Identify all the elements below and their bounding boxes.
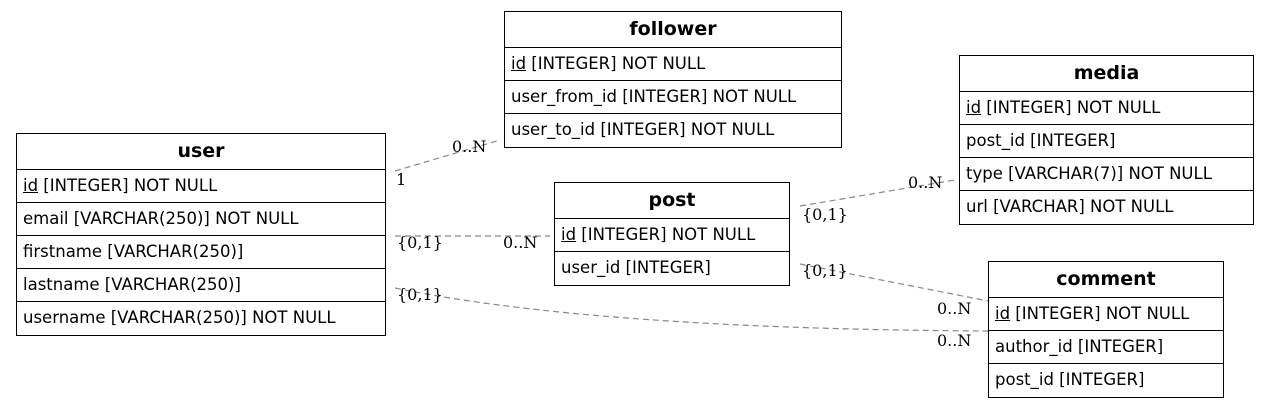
column-comment-author-id: author_id [INTEGER] [989, 331, 1223, 364]
column-follower-user-to-id: user_to_id [INTEGER] NOT NULL [511, 120, 775, 139]
cardinality-user-follower-from: 1 [396, 170, 407, 189]
column-user-id: id [INTEGER] NOT NULL [17, 170, 385, 203]
edge-user-comment [394, 287, 989, 332]
column-user-id-type: [INTEGER] NOT NULL [38, 176, 218, 195]
column-media-type: type [VARCHAR(7)] NOT NULL [960, 158, 1253, 191]
column-comment-id: id [INTEGER] NOT NULL [989, 298, 1223, 331]
table-follower-title: follower [505, 12, 841, 48]
column-post-id-type: [INTEGER] NOT NULL [576, 225, 756, 244]
table-post[interactable]: post id [INTEGER] NOT NULL user_id [INTE… [554, 182, 790, 286]
cardinality-user-comment-from: {0,1} [397, 285, 443, 304]
edge-post-comment [799, 263, 989, 302]
primary-key-media-id: id [966, 98, 982, 117]
column-user-username: username [VARCHAR(250)] NOT NULL [23, 308, 336, 327]
primary-key-user-id: id [23, 176, 39, 195]
cardinality-user-comment-to: 0..N [937, 331, 972, 350]
table-user-title: user [17, 134, 385, 170]
edge-user-follower [394, 139, 501, 172]
column-user-lastname: lastname [VARCHAR(250)] [17, 269, 385, 302]
column-follower-id-type: [INTEGER] NOT NULL [526, 54, 706, 73]
column-media-id-type: [INTEGER] NOT NULL [981, 98, 1161, 117]
table-post-title: post [555, 183, 789, 219]
table-media[interactable]: media id [INTEGER] NOT NULL post_id [INT… [959, 55, 1254, 225]
column-follower-id: id [INTEGER] NOT NULL [505, 48, 841, 81]
column-comment-post-id: post_id [INTEGER] [995, 370, 1145, 389]
column-media-post-id: post_id [INTEGER] [960, 125, 1253, 158]
primary-key-post-id: id [561, 225, 577, 244]
cardinality-user-follower-to: 0..N [452, 137, 487, 156]
table-user[interactable]: user id [INTEGER] NOT NULL email [VARCHA… [16, 133, 386, 336]
column-media-url: url [VARCHAR] NOT NULL [966, 197, 1174, 216]
column-user-firstname: firstname [VARCHAR(250)] [17, 236, 385, 269]
table-comment-title: comment [989, 262, 1223, 298]
column-post-user-id: user_id [INTEGER] [561, 258, 711, 277]
column-media-id: id [INTEGER] NOT NULL [960, 92, 1253, 125]
table-comment[interactable]: comment id [INTEGER] NOT NULL author_id … [988, 261, 1224, 398]
column-user-email: email [VARCHAR(250)] NOT NULL [17, 203, 385, 236]
column-post-id: id [INTEGER] NOT NULL [555, 219, 789, 252]
column-comment-id-type: [INTEGER] NOT NULL [1010, 304, 1190, 323]
primary-key-comment-id: id [995, 304, 1011, 323]
table-follower[interactable]: follower id [INTEGER] NOT NULL user_from… [504, 11, 842, 148]
cardinality-post-comment-to: 0..N [937, 299, 972, 318]
primary-key-follower-id: id [511, 54, 527, 73]
edge-post-media [799, 179, 956, 207]
column-follower-user-from-id: user_from_id [INTEGER] NOT NULL [505, 81, 841, 114]
table-media-title: media [960, 56, 1253, 92]
cardinality-post-media-to: 0..N [908, 173, 943, 192]
cardinality-user-post-from: {0,1} [397, 233, 443, 252]
cardinality-post-comment-from: {0,1} [802, 261, 848, 280]
cardinality-post-media-from: {0,1} [802, 205, 848, 224]
cardinality-user-post-to: 0..N [503, 233, 538, 252]
